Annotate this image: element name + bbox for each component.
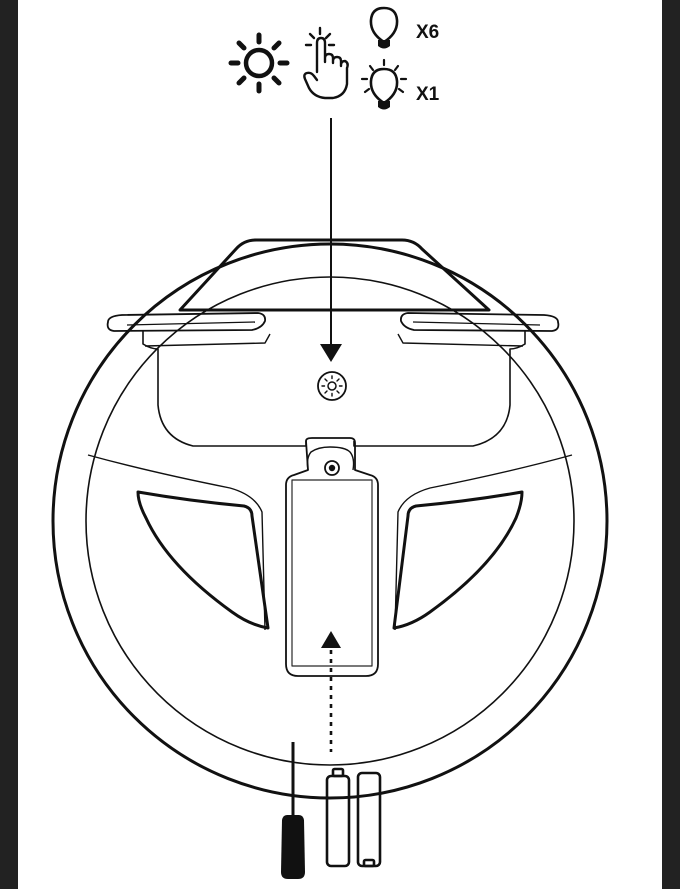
tap-hand-icon: [303, 26, 349, 100]
press-arrow: [320, 118, 342, 362]
bulb-lit-icon: [360, 58, 408, 110]
insert-battery-arrow: [321, 631, 341, 752]
left-paddle: [106, 312, 267, 332]
light-button-icon: [317, 371, 347, 401]
hub-top-window: [178, 238, 491, 312]
page-panel: [18, 0, 662, 889]
battery-compartment-cover: [285, 437, 379, 677]
bulb-count-label: X6: [416, 22, 439, 43]
screwdriver-icon: [281, 742, 305, 879]
screw-icon: [324, 460, 340, 476]
bulb-icon: [369, 6, 399, 49]
right-spoke-hole: [392, 490, 524, 630]
battery-icon: [325, 767, 382, 868]
right-paddle: [399, 312, 560, 332]
left-spoke-hole: [136, 490, 270, 630]
bulb-lit-count-label: X1: [416, 84, 440, 105]
brightness-icon: [228, 32, 290, 94]
